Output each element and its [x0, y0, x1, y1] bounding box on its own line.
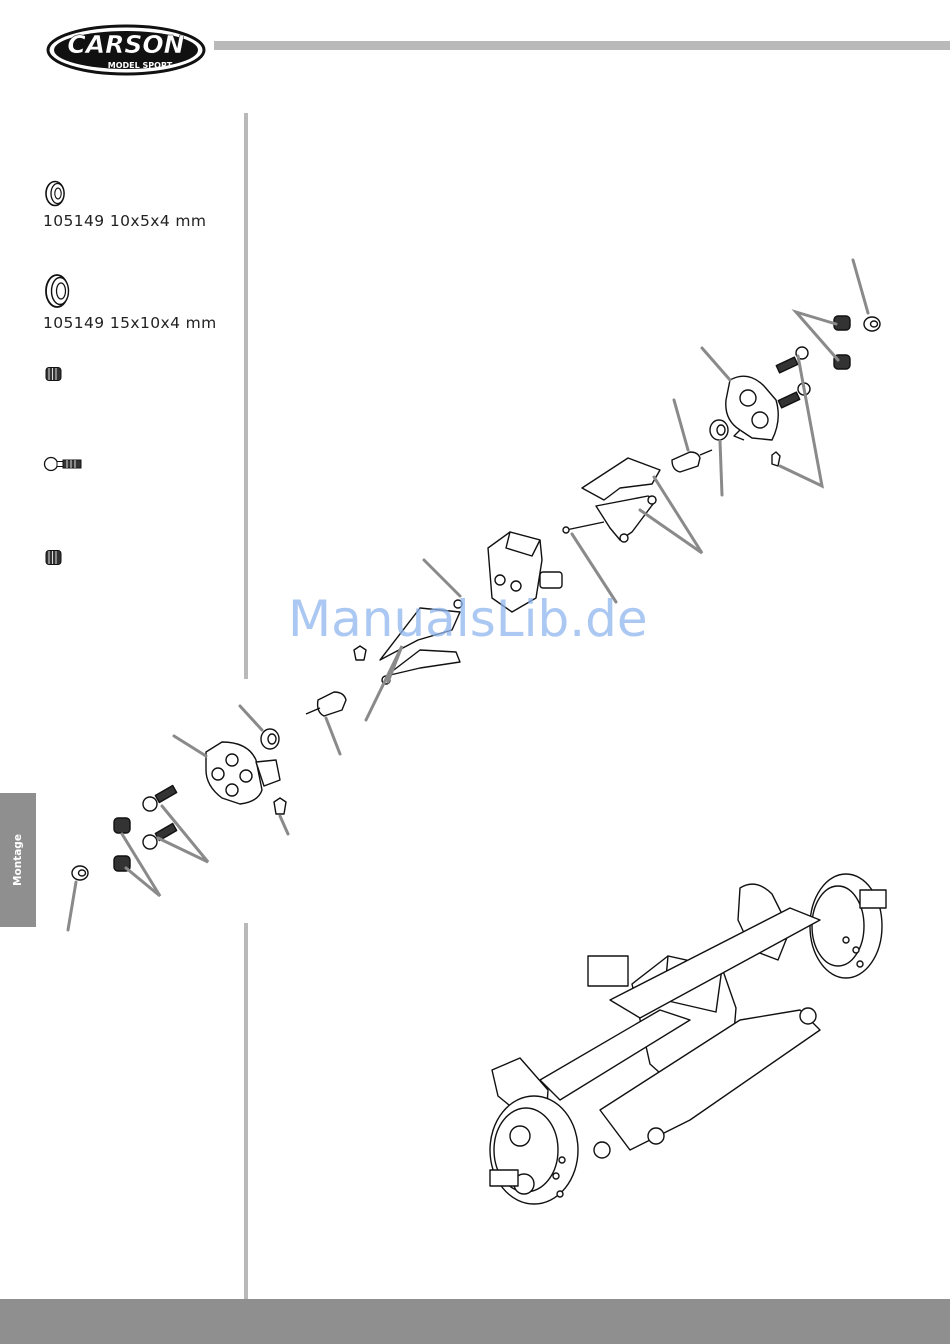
bearing-small-left — [72, 866, 88, 880]
outdrive-right — [672, 450, 712, 472]
pivot-pin-left — [354, 646, 366, 660]
header-bar — [214, 41, 950, 50]
bearing-large-left — [261, 729, 279, 749]
hub-right — [810, 874, 886, 978]
watermark: ManualsLib.de — [288, 590, 648, 648]
bearing-icon — [43, 180, 67, 207]
bearing-large-right — [710, 420, 728, 440]
hub-left — [490, 1096, 578, 1204]
footer-bar — [0, 1299, 950, 1344]
part-label-bearing-small: 105149 10x5x4 mm — [43, 212, 206, 230]
hub-carrier-right — [726, 376, 778, 440]
pivot-pin-left-lower — [274, 798, 286, 814]
ball-stud-right-top — [776, 347, 808, 373]
hub-carrier-left — [206, 742, 280, 804]
arm-right — [563, 458, 660, 542]
nut-left-top — [114, 818, 130, 833]
outdrive-left — [306, 692, 346, 716]
side-tab-montage: Montage — [0, 793, 36, 927]
bearing-small-right — [864, 317, 880, 331]
column-divider-bottom — [244, 923, 248, 1299]
assembled-axle-drawing — [470, 868, 900, 1218]
side-tab-label: Montage — [12, 834, 24, 886]
pivot-pin-right — [772, 452, 780, 466]
ball-stud-left-top — [143, 786, 177, 811]
